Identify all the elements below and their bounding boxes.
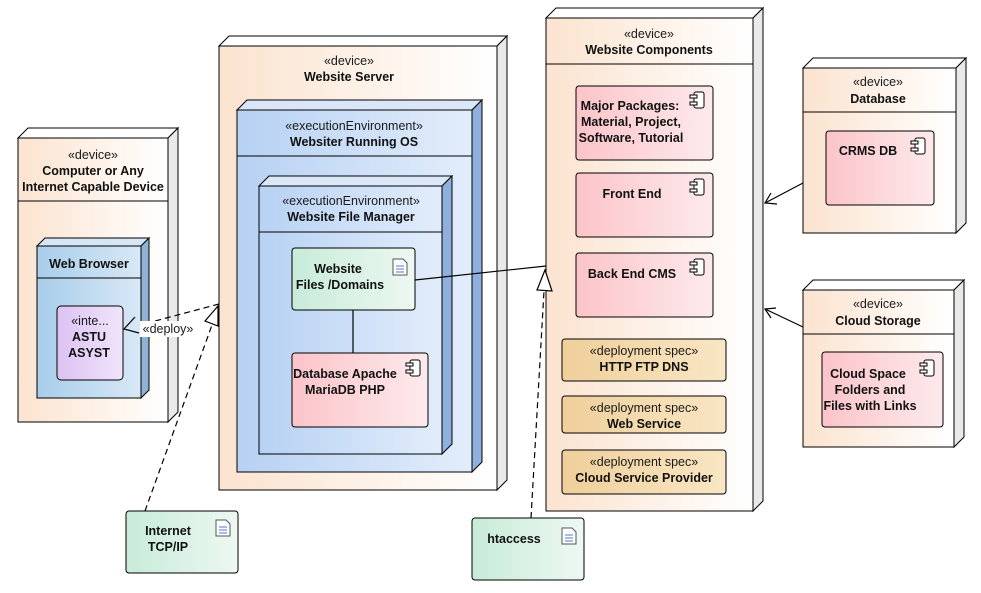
major-line2: Material, Project, [581,115,681,129]
server-stereotype: «device» [324,54,374,68]
major-line1: Major Packages: [581,99,680,113]
component-major-packages[interactable]: Major Packages: Material, Project, Softw… [575,85,714,161]
spec2-stereotype: «deployment spec» [590,401,698,415]
component-cloud-space[interactable]: Cloud Space Folders and Files with Links [821,351,944,428]
document-icon [561,527,577,545]
interface-stereotype: «inte... [71,314,109,328]
files-name-line1: Website [314,262,362,276]
document-icon [392,258,408,276]
internet-line2: TCP/IP [148,540,188,554]
component-icon [910,137,926,155]
server-name: Website Server [304,70,394,84]
spec3-name: Cloud Service Provider [575,471,713,485]
component-crms-db[interactable]: CRMS DB [825,130,935,206]
cloud-line1: Cloud Space [830,367,906,381]
artifact-internet[interactable]: Internet TCP/IP [125,510,239,574]
htaccess-label: htaccess [487,532,541,546]
database-name: Database [850,92,906,106]
component-icon [919,359,935,377]
component-back-end-cms[interactable]: Back End CMS [575,252,714,318]
spec-web-service[interactable]: «deployment spec» Web Service [561,395,727,434]
spec3-stereotype: «deployment spec» [590,455,698,469]
major-line3: Software, Tutorial [579,131,684,145]
computer-name-line1: Computer or Any [42,164,144,178]
database-stereotype: «device» [853,75,903,89]
files-components-link [414,265,547,281]
internet-realization [144,304,219,512]
interface-name-line2: ASYST [68,346,110,360]
components-stereotype: «device» [624,27,674,41]
cloud-association [763,307,804,328]
cloud-line3: Files with Links [823,399,916,413]
htaccess-realization [530,268,553,519]
computer-stereotype: «device» [68,148,118,162]
component-icon [689,178,705,196]
cloud-line2: Folders and [835,383,906,397]
components-name: Website Components [585,43,713,57]
crms-db-label: CRMS DB [839,144,897,158]
computer-name-line2: Internet Capable Device [22,180,164,194]
cloud-name: Cloud Storage [835,314,920,328]
cloud-stereotype: «device» [853,297,903,311]
deploy-dependency: «deploy» [122,303,220,337]
browser-name: Web Browser [49,257,129,271]
document-icon [215,519,231,537]
artifact-website-files[interactable]: Website Files /Domains [291,247,416,311]
database-association [763,182,804,205]
spec1-stereotype: «deployment spec» [590,344,698,358]
os-stereotype: «executionEnvironment» [285,119,423,133]
component-database-apache[interactable]: Database Apache MariaDB PHP [291,352,429,428]
component-interface[interactable]: «inte... ASTU ASYST [56,305,124,381]
fm-name: Website File Manager [287,210,415,224]
fm-stereotype: «executionEnvironment» [282,194,420,208]
back-end-label: Back End CMS [588,267,676,281]
spec1-name: HTTP FTP DNS [599,360,688,374]
db-apache-line1: Database Apache [293,367,397,381]
front-end-label: Front End [602,187,661,201]
spec-http-ftp-dns[interactable]: «deployment spec» HTTP FTP DNS [561,338,727,382]
os-name: Websiter Running OS [290,135,418,149]
component-front-end[interactable]: Front End [575,172,714,238]
db-apache-line2: MariaDB PHP [305,383,385,397]
interface-name-line1: ASTU [72,330,106,344]
files-name-line2: Files /Domains [296,278,384,292]
spec-cloud-service-provider[interactable]: «deployment spec» Cloud Service Provider [561,449,727,495]
spec2-name: Web Service [607,417,681,431]
artifact-htaccess[interactable]: htaccess [471,517,585,581]
component-icon [405,359,421,377]
component-icon [689,91,705,109]
component-icon [689,258,705,276]
internet-line1: Internet [145,524,192,538]
deploy-label: «deploy» [143,322,194,336]
